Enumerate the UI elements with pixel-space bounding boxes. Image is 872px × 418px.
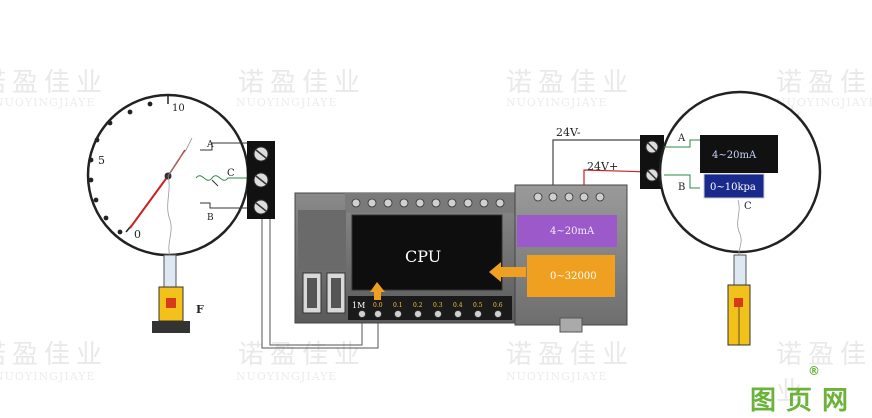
pressure-transmitter xyxy=(658,90,822,346)
logo-char: 网 xyxy=(822,386,849,416)
logo-char: 页 xyxy=(786,386,813,416)
watermark-text: 诺盈佳业 xyxy=(0,68,109,98)
plc-input-label: 0.6 xyxy=(493,302,503,309)
watermark-subtext: NUOYINGJIAYE xyxy=(236,96,338,109)
watermark-text: 诺盈佳业 xyxy=(776,340,872,407)
cpu-label: CPU xyxy=(405,247,441,266)
watermark-text: 诺盈佳业 xyxy=(238,68,367,98)
plc-input-label: 0.3 xyxy=(433,302,443,309)
watermark-subtext: NUOYINGJIAYE xyxy=(0,370,96,383)
power-minus-label: 24V- xyxy=(556,126,581,139)
watermark-text: 诺盈佳业 xyxy=(0,340,109,370)
terminal-block-left xyxy=(247,141,275,219)
gauge-scale-label: 10 xyxy=(172,103,185,114)
transmitter-current-label: 4~20mA xyxy=(712,150,757,161)
transmitter-range-label: 0~10kpa xyxy=(710,182,756,193)
sensor-label: F xyxy=(196,303,204,316)
gauge-scale-label: 5 xyxy=(98,154,105,167)
plc-input-label: 0.0 xyxy=(373,302,383,309)
module-current-label: 4~20mA xyxy=(550,226,595,237)
power-plus-label: 24V+ xyxy=(587,160,618,173)
transmitter-label-a: A xyxy=(677,133,686,144)
watermark-text: 诺盈佳业 xyxy=(506,340,635,370)
watermark-subtext: NUOYINGJIAYE xyxy=(506,370,608,383)
plc-input-label: 0.1 xyxy=(393,302,403,309)
plc-cpu-unit xyxy=(294,192,516,324)
watermark-subtext: NUOYINGJIAYE xyxy=(506,96,608,109)
logo-char: 图 xyxy=(750,386,777,416)
transmitter-label-c: C xyxy=(744,201,752,212)
plc-common-label: 1M xyxy=(352,301,365,310)
gauge-pointer xyxy=(129,175,169,229)
analog-module xyxy=(489,184,628,333)
plc-input-label: 0.5 xyxy=(473,302,483,309)
gauge-scale-label: 0 xyxy=(134,228,141,241)
watermark-text: 诺盈佳业 xyxy=(506,68,635,98)
logo-registered: ® xyxy=(808,364,820,378)
site-logo: 图 页 网 ® xyxy=(742,364,868,416)
watermark-subtext: NUOYINGJIAYE xyxy=(236,370,338,383)
watermark-subtext: NUOYINGJIAYE xyxy=(776,96,872,109)
contact-label-a: A xyxy=(206,140,214,150)
contact-label-c: C xyxy=(227,168,235,179)
watermark-subtext: NUOYINGJIAYE xyxy=(0,96,96,109)
module-digital-label: 0~32000 xyxy=(550,271,597,282)
contact-label-b: B xyxy=(207,213,214,223)
plc-input-label: 0.4 xyxy=(453,302,463,309)
transmitter-label-b: B xyxy=(678,182,685,193)
plc-input-label: 0.2 xyxy=(413,302,423,309)
pressure-gauge xyxy=(86,93,250,333)
